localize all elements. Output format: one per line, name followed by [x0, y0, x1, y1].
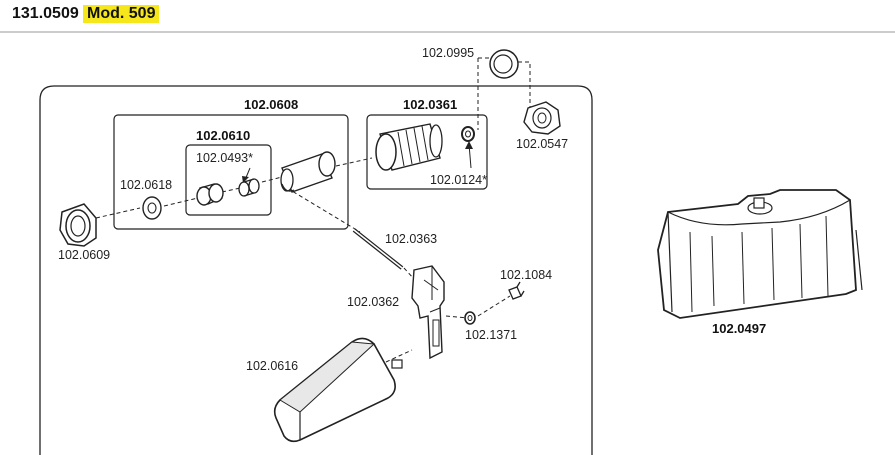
part-0497-tank [657, 189, 863, 319]
part-0362-bracket [411, 265, 445, 360]
label-0995: 102.0995 [422, 46, 474, 60]
label-0497: 102.0497 [712, 321, 766, 336]
part-0608-sleeve [280, 151, 336, 193]
arrow-0493 [242, 176, 249, 183]
part-1084-screw [508, 281, 525, 300]
label-0124: 102.0124* [430, 173, 487, 187]
label-0610: 102.0610 [196, 128, 250, 143]
part-1371-washer [464, 311, 476, 325]
part-0618-washer [142, 196, 162, 220]
model-name: Mod. 509 [83, 5, 160, 23]
label-0363: 102.0363 [385, 232, 437, 246]
label-0609: 102.0609 [58, 248, 110, 262]
label-0616: 102.0616 [246, 359, 298, 373]
label-1084: 102.1084 [500, 268, 552, 282]
label-1371: 102.1371 [465, 328, 517, 342]
part-0609-nut [59, 203, 97, 247]
label-0618: 102.0618 [120, 178, 172, 192]
part-0610-cylinder [196, 183, 224, 206]
label-0361: 102.0361 [403, 97, 457, 112]
arrow-0124 [465, 141, 473, 149]
box-0608 [113, 114, 349, 230]
part-0124-seal [461, 126, 475, 142]
outer-frame [39, 85, 593, 455]
box-0361 [366, 114, 488, 190]
part-0547-nut [523, 101, 561, 135]
header: 131.0509 Mod. 509 [0, 0, 895, 40]
label-0608: 102.0608 [244, 97, 298, 112]
label-0493: 102.0493* [196, 151, 253, 165]
part-0361-tube [375, 123, 443, 171]
label-0362: 102.0362 [347, 295, 399, 309]
label-0547: 102.0547 [516, 137, 568, 151]
model-code: 131.0509 [12, 5, 79, 22]
part-0363-rod [352, 228, 404, 270]
part-0616-float [273, 337, 403, 443]
part-0995-ring [489, 49, 519, 79]
part-0493-pin [238, 178, 260, 197]
